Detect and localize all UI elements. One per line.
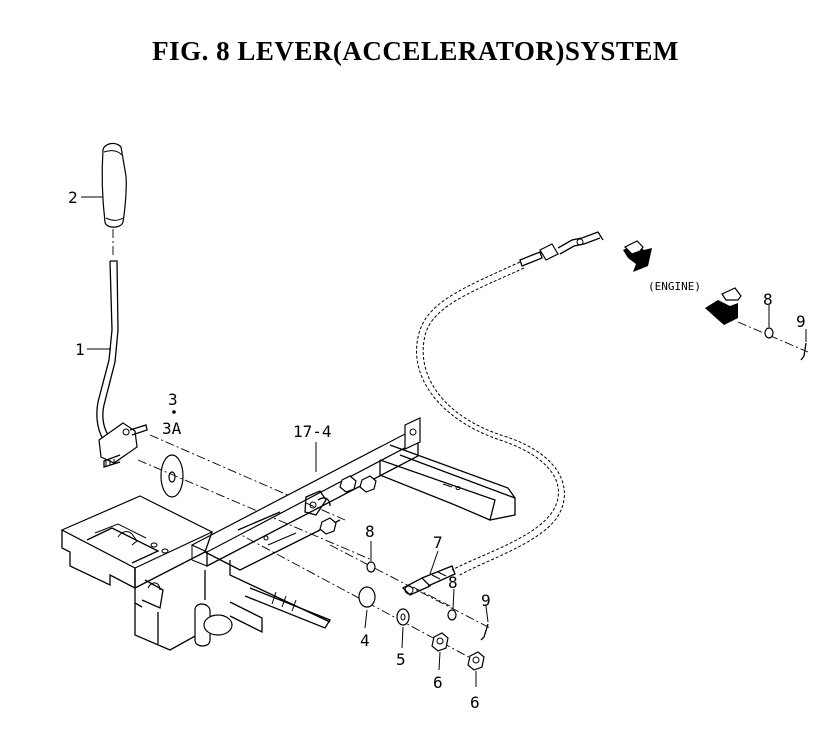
arrow-to-engine-icon [623, 240, 652, 272]
part-label-6a: 6 [433, 673, 443, 692]
part-label-3a: 3A [162, 419, 182, 438]
washer-5 [396, 608, 410, 626]
lever-knob [101, 142, 127, 228]
part-label-8b: 8 [448, 573, 458, 592]
nut-6b [467, 651, 485, 671]
part-label-4: 4 [360, 631, 370, 650]
washer-8b [447, 609, 457, 621]
part-label-6b: 6 [470, 693, 480, 712]
part-label-1: 1 [75, 340, 85, 359]
part-label-5: 5 [396, 650, 406, 669]
part-label-8a: 8 [365, 522, 375, 541]
washer-8c [764, 327, 774, 339]
washer-4 [358, 586, 376, 608]
leader-lines [81, 196, 807, 687]
part-label-9b: 9 [796, 312, 806, 331]
part-label-8c: 8 [763, 290, 773, 309]
arrow-from-engine-icon [705, 287, 742, 325]
pin-9b [800, 342, 807, 361]
pin-9a [480, 623, 489, 641]
nut-6a [431, 632, 449, 652]
washer-8a [366, 561, 376, 573]
part-label-9a: 9 [481, 591, 491, 610]
part-label-17-4: 17-4 [293, 422, 332, 441]
part-label-2: 2 [68, 188, 78, 207]
lever-rod [96, 260, 148, 468]
part-label-3: 3 [168, 390, 178, 409]
figure-title: FIG. 8 LEVER(ACCELERATOR)SYSTEM [152, 36, 679, 66]
frame-bracket [60, 417, 516, 651]
engine-label: (ENGINE) [648, 280, 701, 293]
washer-3a [160, 454, 184, 498]
throttle-cable [401, 231, 604, 596]
part-label-7: 7 [433, 533, 443, 552]
